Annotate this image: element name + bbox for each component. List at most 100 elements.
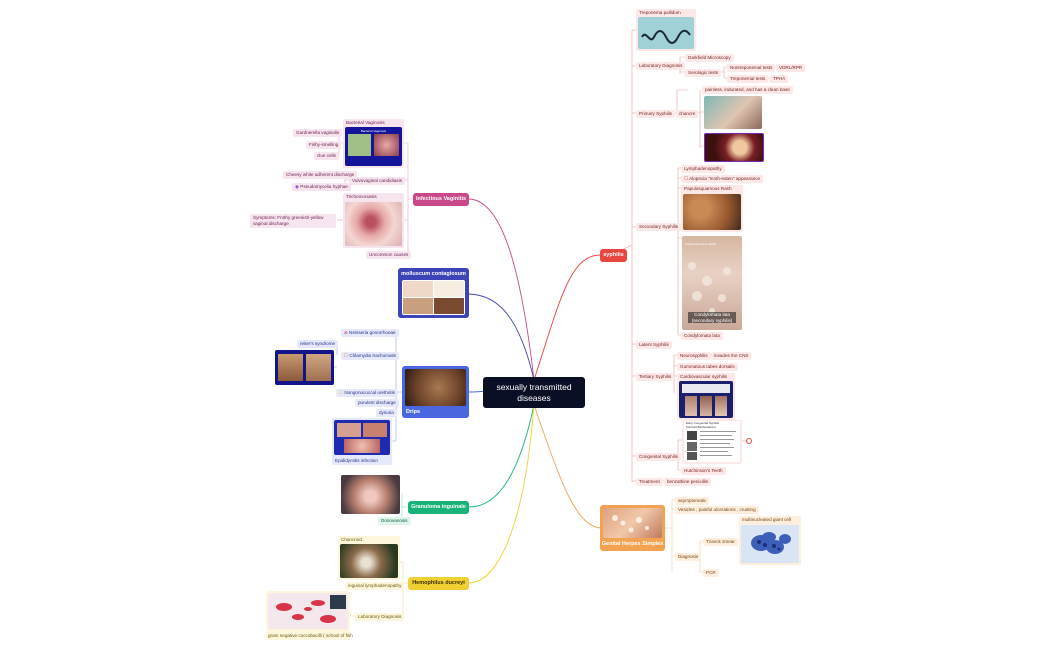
latent-syphilis-label: Latent Syphilis <box>639 342 669 347</box>
granuloma-image <box>341 475 400 514</box>
gardnerella-label: Gardnerella vaginalis <box>296 130 340 135</box>
node-granuloma[interactable]: Granuloma inguinale <box>408 501 469 514</box>
node-treponema[interactable]: Treponema pallidum <box>636 9 696 51</box>
vesicles-label: Vesicles , painful ulcerations , crustin… <box>678 507 756 512</box>
edge-center-herpes <box>533 404 601 529</box>
gram-stain-image <box>268 593 348 629</box>
penicillin-label: benzathine penicillin <box>667 479 709 484</box>
node-tertiary-syphilis[interactable]: Tertiary Syphilis <box>636 373 675 381</box>
node-syphilis[interactable]: syphilis <box>600 249 627 262</box>
edge-center-molluscum <box>468 293 535 381</box>
node-alopecia[interactable]: ☐ Alopecia "moth-eaten" appearance <box>681 175 764 183</box>
node-candidiasis[interactable]: Vulvovaginal candidiasis <box>349 177 405 185</box>
node-gram-negative[interactable]: gram negative coccobacilli ( school of f… <box>266 591 353 640</box>
node-cheesy[interactable]: Cheesy white adherent discharge <box>283 171 358 179</box>
node-asymptomatic[interactable]: asymptomatic <box>675 497 710 505</box>
node-painless[interactable]: painless, indurated, and has a clean bas… <box>702 86 793 94</box>
node-chancre[interactable]: chancre <box>676 110 699 118</box>
node-uncommon[interactable]: Uncommon causes <box>366 251 412 259</box>
node-nontreponemal[interactable]: Nontreponemal tests <box>727 64 776 72</box>
secondary-syphilis-label: Secondary Syphilis <box>639 224 679 229</box>
node-vaginitis[interactable]: Infectious Vaginitis <box>413 193 469 206</box>
node-lymphadenopathy[interactable]: Lymphadenopathy <box>681 165 725 173</box>
nontreponemal-label: Nontreponemal tests <box>730 65 773 70</box>
node-tzanck[interactable]: Tzanck smear <box>703 538 738 546</box>
reiter-image <box>275 350 334 385</box>
node-herpes[interactable]: Genital Herpes Simplex <box>600 505 665 551</box>
node-dysuria[interactable]: dysuria <box>376 409 397 417</box>
node-gummatous[interactable]: Gummatous tabes dorsalis <box>677 363 738 371</box>
node-hemophilus-label: Hemophilus ducreyi <box>412 580 465 586</box>
congenital-card-title: Early Congenital Syphilis Clinical Manif… <box>686 421 720 429</box>
node-hemophilus-lab[interactable]: Laboratory Diagnosis <box>355 613 405 621</box>
node-vdrl[interactable]: VDRL/RPR <box>776 64 806 72</box>
node-molluscum[interactable]: molluscum contagiosum <box>398 268 469 318</box>
node-invades-cns[interactable]: invades the CNS <box>711 352 752 360</box>
node-reiter[interactable]: reiter's syndrome <box>297 340 339 348</box>
node-herpes-diagnosis[interactable]: Diagnosis <box>675 553 702 561</box>
node-penicillin[interactable]: benzathine penicillin <box>664 478 712 486</box>
node-donovanosis[interactable]: Donovanosis <box>378 517 411 525</box>
node-papulosquamous[interactable]: Papulosquamous Rash <box>681 185 743 232</box>
node-chancroid[interactable]: Chancroid <box>338 536 400 580</box>
pseudomycelia-icon: ◉ <box>295 184 301 189</box>
node-vesicles[interactable]: Vesicles , painful ulcerations , crustin… <box>675 506 759 514</box>
node-inguinal[interactable]: inguinal lymphadenopathy <box>345 582 405 590</box>
asymptomatic-label: asymptomatic <box>678 498 707 503</box>
node-neurosyphilis[interactable]: Neurosyphilis <box>677 352 711 360</box>
node-giant-cell[interactable]: multinucleated giant cell <box>739 516 801 565</box>
node-lab-diagnosis[interactable]: Laboratory Diagnosis <box>636 62 686 70</box>
node-pseudomycelia[interactable]: ◉ Pseudomycelia hyphae <box>292 183 351 191</box>
tertiary-syphilis-label: Tertiary Syphilis <box>639 374 672 379</box>
node-purulent[interactable]: purulent discharge <box>355 399 399 407</box>
cheesy-label: Cheesy white adherent discharge <box>286 172 355 177</box>
node-pcr[interactable]: PCR <box>703 569 719 577</box>
node-hemophilus[interactable]: Hemophilus ducreyi <box>408 577 469 590</box>
node-epididymitis[interactable]: Epididymitis infection <box>332 418 392 465</box>
alopecia-label: Alopecia "moth-eaten" appearance <box>689 176 761 181</box>
node-chlamydia[interactable]: ☐ Chlamydia trachomatis <box>341 352 400 360</box>
primary-syphilis-label: Primary Syphilis <box>639 111 672 116</box>
node-drips[interactable]: Drips <box>402 366 469 418</box>
painless-label: painless, indurated, and has a clean bas… <box>705 87 790 92</box>
node-treatment[interactable]: Treatment <box>636 478 663 486</box>
giant-cell-label: multinucleated giant cell <box>742 517 792 522</box>
node-cardiovascular[interactable]: Cardiovascular syphilis <box>677 373 735 420</box>
trichomoniasis-image <box>345 202 402 246</box>
node-trichomoniasis[interactable]: Trichomoniasis <box>343 193 404 248</box>
condylomata-label: Condylomata lata <box>684 333 720 338</box>
node-bacterial-vaginosis[interactable]: Bacterial Vaginosis Bacterial Vaginosis <box>343 119 404 168</box>
node-vaginitis-label: Infectious Vaginitis <box>415 196 467 202</box>
node-hutchinson[interactable]: Hutchinson's Teeth <box>681 467 726 475</box>
neurosyphilis-label: Neurosyphilis <box>680 353 708 358</box>
treatment-label: Treatment <box>639 479 660 484</box>
node-nongonococcal[interactable]: ☐ Nongonococcal urethritis <box>336 389 398 397</box>
purulent-label: purulent discharge <box>358 400 396 405</box>
node-darkfield[interactable]: Darkfield Microscopy <box>685 54 734 62</box>
node-fishy[interactable]: Fishy-smelling <box>306 141 342 149</box>
node-clue-cells[interactable]: clue cells <box>314 152 339 160</box>
node-treponemal[interactable]: Treponemal tests <box>727 75 769 83</box>
giant-cell-image <box>741 525 799 563</box>
node-primary-syphilis[interactable]: Primary Syphilis <box>636 110 675 118</box>
collapse-toggle-icon[interactable] <box>746 438 752 444</box>
donovanosis-label: Donovanosis <box>381 518 408 523</box>
node-secondary-syphilis[interactable]: Secondary Syphilis <box>636 223 682 231</box>
inguinal-label: inguinal lymphadenopathy <box>348 583 402 588</box>
node-neisseria[interactable]: ⊗ Neisseria gonorrhoeae <box>341 329 399 337</box>
cardiovascular-label: Cardiovascular syphilis <box>680 374 727 379</box>
chlamydia-icon: ☐ <box>344 353 350 358</box>
central-topic[interactable]: sexually transmitted diseases <box>483 377 585 408</box>
node-tpha[interactable]: TPHA <box>770 75 789 83</box>
node-condylomata[interactable]: Condylomata lata <box>681 332 723 340</box>
node-serologic[interactable]: Serologic tests <box>685 69 722 77</box>
vdrl-label: VDRL/RPR <box>779 65 803 70</box>
fishy-label: Fishy-smelling <box>309 142 339 147</box>
node-trich-symptoms[interactable]: Symptoms: Frothy greenish-yellow vaginal… <box>250 214 336 228</box>
node-gardnerella[interactable]: Gardnerella vaginalis <box>293 129 343 137</box>
node-congenital-syphilis[interactable]: Congenital Syphilis <box>636 453 682 461</box>
alopecia-icon: ☐ <box>684 176 690 181</box>
central-topic-label: sexually transmitted diseases <box>496 382 572 403</box>
node-latent-syphilis[interactable]: Latent Syphilis <box>636 341 672 349</box>
